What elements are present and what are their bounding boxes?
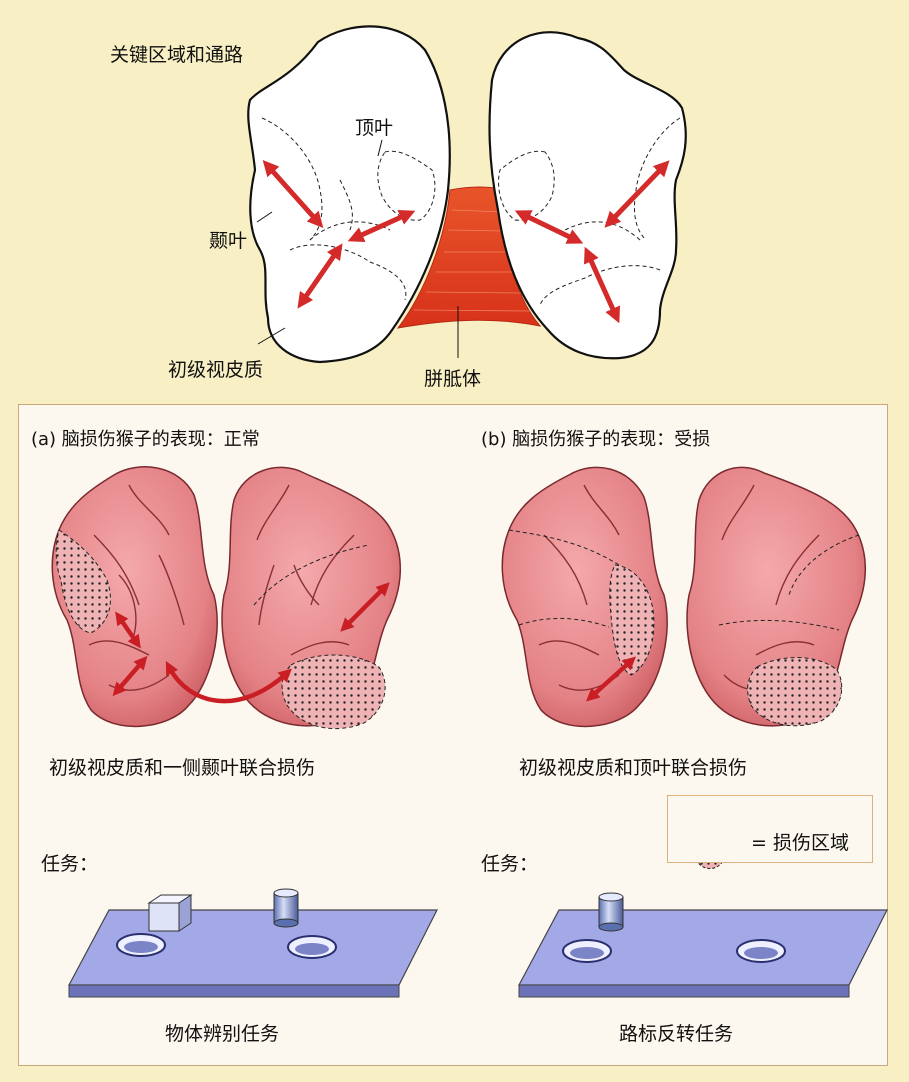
panel-a-lesion-caption: 初级视皮质和一侧颞叶联合损伤 [49,757,316,779]
brain-b-left [501,466,668,728]
pathway-arrow [514,210,584,244]
title-label: 关键区域和通路 [110,44,244,66]
pathway-arrow [297,243,343,309]
right-hemisphere [488,31,687,360]
callosal-arrow [165,661,292,704]
brain-b-right [686,466,866,727]
pathway-arrow [112,655,148,697]
pathway-arrow [340,582,390,632]
task-board-b [518,892,888,998]
pathway-arrow [604,160,670,228]
pathway-arrow [585,656,637,702]
pathway-arrow [115,611,141,649]
brain-pathway-diagram [247,25,687,364]
panel-a-task-label: 任务： [41,853,99,875]
brain-a-left [51,466,218,728]
parietal-label: 顶叶 [355,117,394,139]
legend-box [667,795,873,863]
panel-b-task-label: 任务： [481,853,539,875]
panel-b-heading: (b) 脑损伤猴子的表现：受损 [481,429,711,450]
corpus-callosum-label: 胼胝体 [424,368,482,390]
temporal-label: 颞叶 [209,230,248,252]
cube-object [147,894,193,932]
cylinder-object [598,892,624,932]
pathway-arrow [584,246,620,324]
panel-a-heading: (a) 脑损伤猴子的表现：正常 [31,429,260,450]
cylinder-object [273,888,299,928]
panel-a-task-name: 物体辨别任务 [165,1023,280,1045]
comparison-panel: (a) 脑损伤猴子的表现：正常 (b) 脑损伤猴子的表现：受损 初级视皮质和一侧… [18,404,888,1066]
pathway-arrow [262,160,324,228]
visual-cortex-label: 初级视皮质 [168,359,264,381]
panel-b-task-name: 路标反转任务 [619,1023,734,1045]
pathway-arrow [347,210,416,242]
legend-text: = 损伤区域 [751,832,849,854]
panel-b-lesion-caption: 初级视皮质和顶叶联合损伤 [519,757,748,779]
task-board-a [68,888,438,998]
